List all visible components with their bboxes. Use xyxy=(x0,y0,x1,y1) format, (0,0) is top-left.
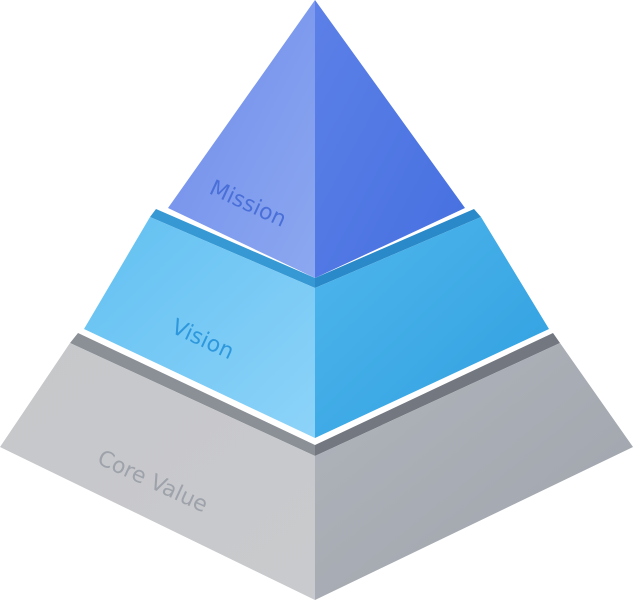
tier-vision-left-face xyxy=(84,217,315,438)
tier-vision-top-rim-right xyxy=(315,209,481,288)
tier-vision-top-rim-left xyxy=(150,209,315,288)
tier-core-value-top-rim-right xyxy=(315,333,560,456)
tier-vision-right-face xyxy=(315,217,549,438)
tier-core-value: Core Value xyxy=(0,333,633,600)
tier-mission-right-face xyxy=(315,0,465,278)
tier-core-value-top-rim-left xyxy=(70,333,315,456)
tier-mission: Mission xyxy=(168,0,465,278)
tier-vision: Vision xyxy=(84,209,549,438)
tier-core-value-left-face xyxy=(0,343,315,600)
tier-mission-left-face xyxy=(168,0,315,278)
tier-core-value-right-face xyxy=(315,343,633,600)
